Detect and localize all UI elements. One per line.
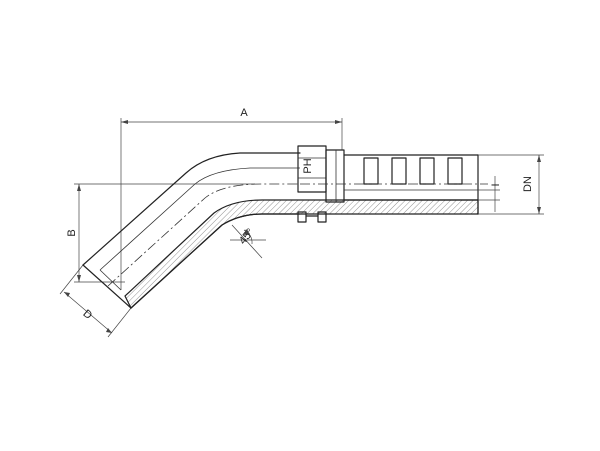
collar — [325, 149, 345, 203]
angle-marker: 45° — [230, 224, 266, 259]
dimension-a: A — [120, 107, 343, 290]
elbow-body — [82, 152, 301, 309]
label-dn: DN — [522, 176, 534, 192]
label-angle: 45° — [237, 226, 257, 246]
dimension-i: I — [478, 176, 502, 212]
label-a: A — [240, 107, 248, 119]
dimension-b: B — [66, 183, 255, 283]
label-d: D — [80, 308, 94, 322]
label-i: I — [490, 183, 502, 186]
hex-nut: PH — [297, 145, 327, 193]
hatched-section — [124, 199, 479, 309]
label-b: B — [66, 229, 78, 236]
label-ph: PH — [302, 158, 314, 173]
barbed-tail — [300, 154, 488, 215]
dimension-dn: DN — [478, 154, 544, 215]
